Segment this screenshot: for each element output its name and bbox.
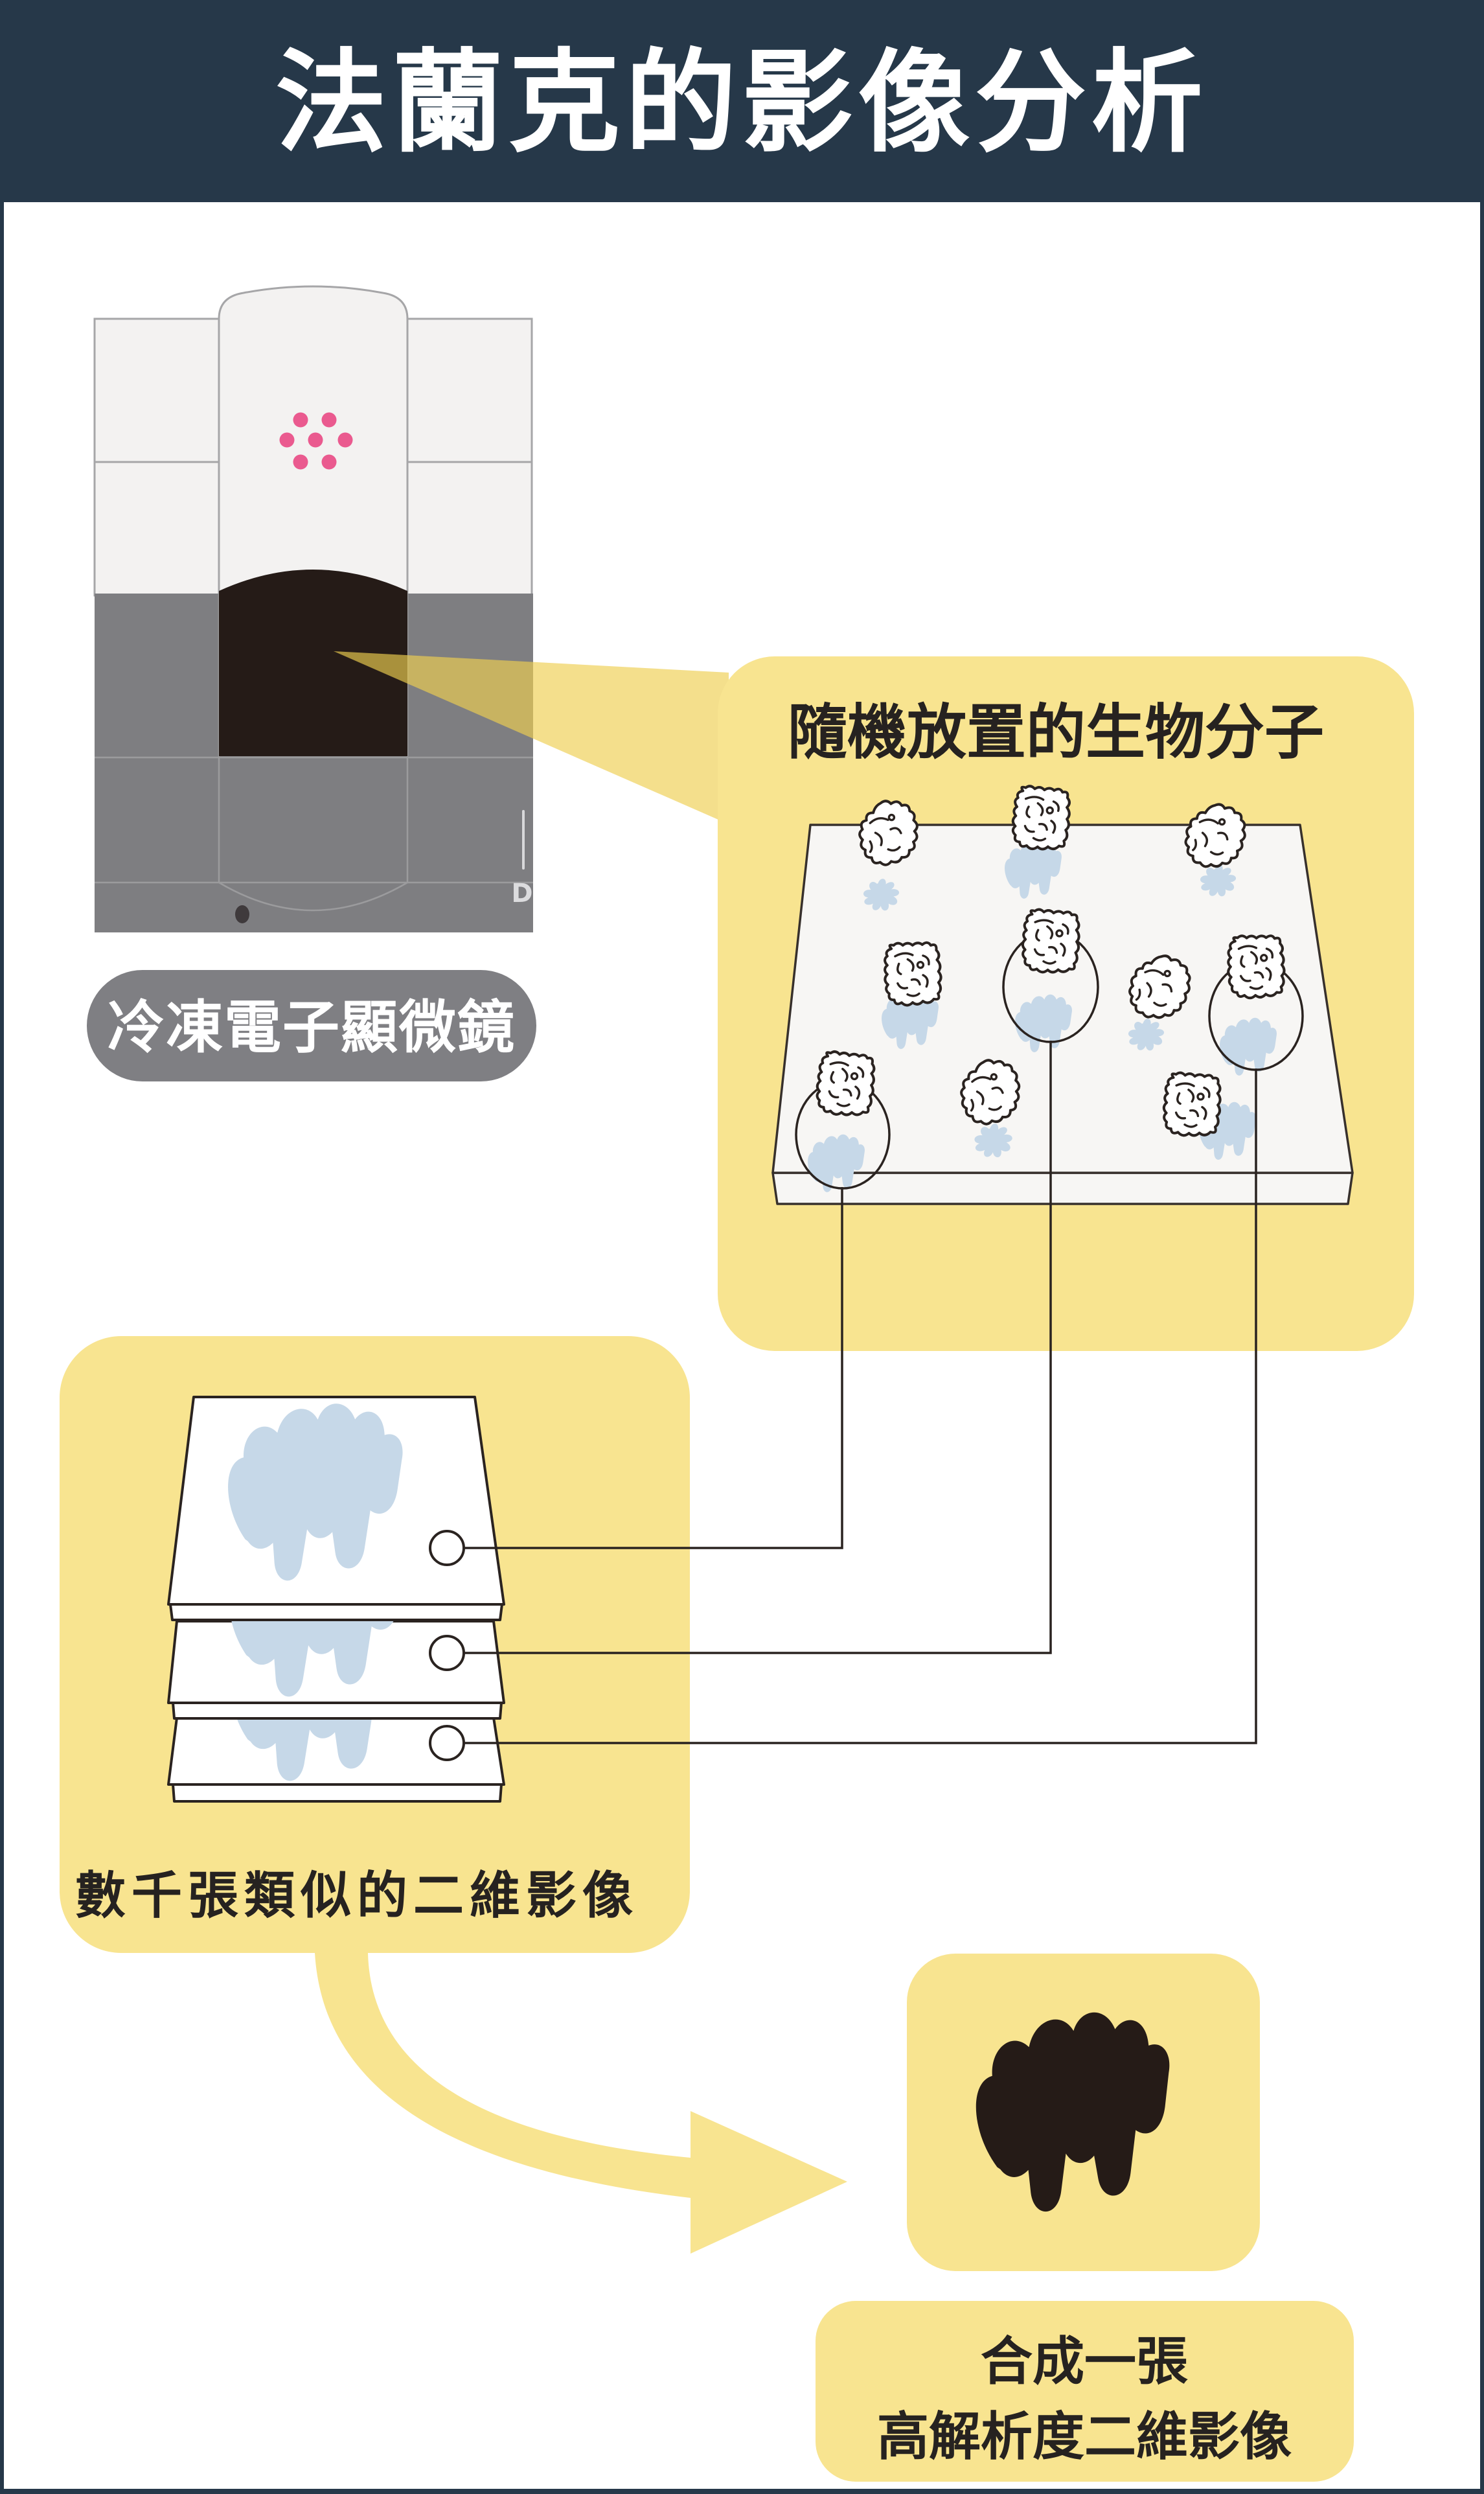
molecule: [1012, 785, 1071, 851]
result-label-line1: 合成一張: [981, 2331, 1188, 2392]
page-title: 法蘭克的影像分析: [275, 38, 1208, 168]
molecule: [881, 939, 944, 1008]
connection-line-1: [464, 1187, 843, 1549]
result-label-bg: [816, 2301, 1354, 2482]
frame-border-right: [1480, 202, 1484, 2494]
callout-circle: [429, 1530, 465, 1566]
microscope-left-upper-panel: [93, 318, 220, 463]
base-knob: [235, 905, 249, 923]
specimen-panel-title: 隨機放置的生物分子: [788, 698, 1324, 767]
microscope-right-lower-panel: [406, 461, 533, 597]
microscope-dark-chamber: [219, 570, 407, 756]
stack-panel-label: 數千張類似的二維影像: [75, 1867, 639, 1925]
header-bar: [0, 0, 1484, 202]
microscope-left-lower-panel: [93, 461, 220, 597]
microscope-label-text: 冷凍電子顯微鏡: [108, 994, 516, 1061]
molecule-highlighted: [1022, 909, 1080, 973]
base-dish-arc: [218, 881, 408, 912]
image-sheet-edge: [172, 1702, 503, 1720]
molecule: [1163, 1072, 1221, 1137]
microscope-label-bg: [87, 970, 536, 1081]
frame-border-bottom: [0, 2489, 1484, 2494]
molecule-highlighted: [814, 1049, 877, 1118]
connection-line-3: [464, 1068, 1257, 1744]
specimen-panel: 隨機放置的生物分子: [718, 656, 1414, 1351]
callout-circle: [429, 1635, 465, 1671]
image-sheet-edge: [172, 1783, 503, 1803]
flow-arrow: [315, 1953, 847, 2254]
microscope-label: 冷凍電子顯微鏡: [87, 970, 536, 1081]
electron-source-dots: [279, 412, 353, 470]
result-label-line2: 高解析度二維影像: [877, 2407, 1292, 2467]
cryo-em-microscope-illustration: D: [93, 285, 533, 932]
frame-border-left: [0, 202, 4, 2494]
images-stack-panel: 數千張類似的二維影像: [60, 1336, 690, 1953]
microscope-right-upper-panel: [406, 318, 533, 463]
specimen-grid-front-edge: [771, 1172, 1354, 1205]
callout-circle: [429, 1725, 465, 1761]
result-panel: 合成一張 高解析度二維影像: [816, 1954, 1354, 2482]
connection-line-2: [464, 1041, 1052, 1654]
electron-beam: [334, 651, 729, 824]
molecule-highlighted: [1226, 934, 1285, 999]
image-sheet-edge: [169, 1603, 503, 1621]
microscope-marking: D: [511, 879, 532, 908]
